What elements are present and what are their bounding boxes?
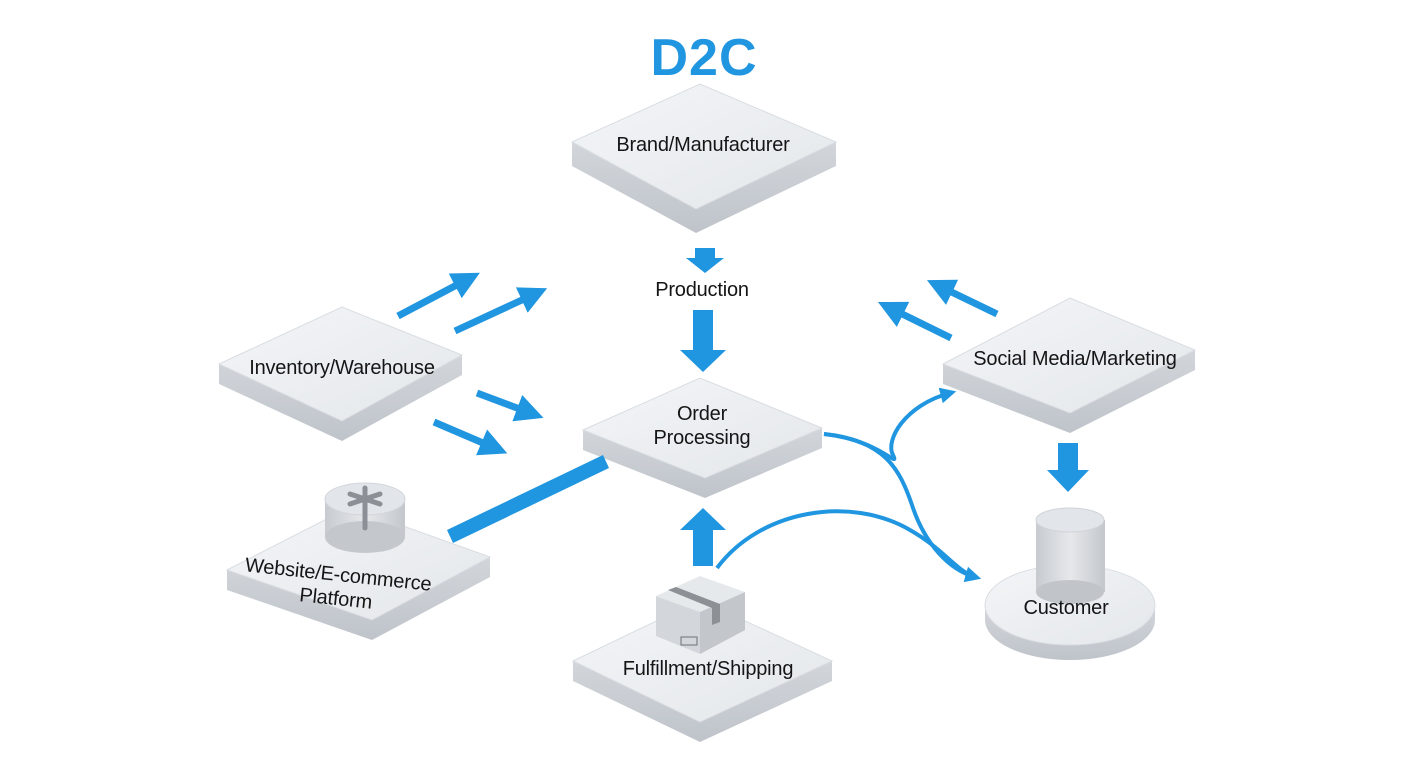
customer-label: Customer: [1023, 597, 1109, 619]
order-platform: [581, 377, 824, 498]
order-processing-line1: Order: [676, 403, 728, 425]
social-media-marketing-label: Social Media/Marketing: [973, 348, 1177, 370]
arrow-fulfillment-to-order: [680, 508, 726, 566]
arrow-production-to-order: [680, 310, 726, 372]
line-arrows: [396, 272, 999, 583]
arrow-inventory-out-2: [453, 287, 548, 335]
arrow-inventory-to-order-1: [475, 389, 544, 422]
curve-fulfillment-to-customer: [715, 509, 976, 579]
brand-manufacturer-label: Brand/Manufacturer: [616, 134, 790, 156]
arrow-brand-to-production: [686, 248, 724, 273]
ecommerce-node-icon: [324, 482, 406, 553]
fulfillment-shipping-label: Fulfillment/Shipping: [622, 658, 794, 680]
connector-website-to-order: [447, 455, 609, 543]
social-platform: [941, 297, 1197, 433]
arrow-inventory-out-1: [396, 272, 480, 320]
brand-platform: [570, 83, 838, 233]
diagram-title: D2C: [650, 29, 758, 87]
cylinder-icon: [1035, 507, 1105, 604]
arrow-inventory-to-order-2: [432, 418, 508, 456]
package-box-icon: [656, 576, 745, 654]
connectors: [447, 248, 1089, 566]
order-processing-line2: Processing: [653, 427, 751, 449]
curve-order-to-social: [823, 387, 957, 462]
inventory-platform: [217, 306, 464, 441]
customer-platform: [984, 564, 1156, 660]
arrow-social-out-2: [877, 301, 953, 342]
arrow-social-to-customer: [1047, 443, 1089, 492]
production-label: Production: [655, 279, 749, 301]
curve-order-to-customer: [823, 432, 982, 583]
arrow-social-out-1: [926, 279, 999, 318]
order-processing-label: Order Processing: [654, 402, 751, 450]
inventory-warehouse-label: Inventory/Warehouse: [249, 357, 435, 379]
website-platform: [225, 506, 492, 640]
